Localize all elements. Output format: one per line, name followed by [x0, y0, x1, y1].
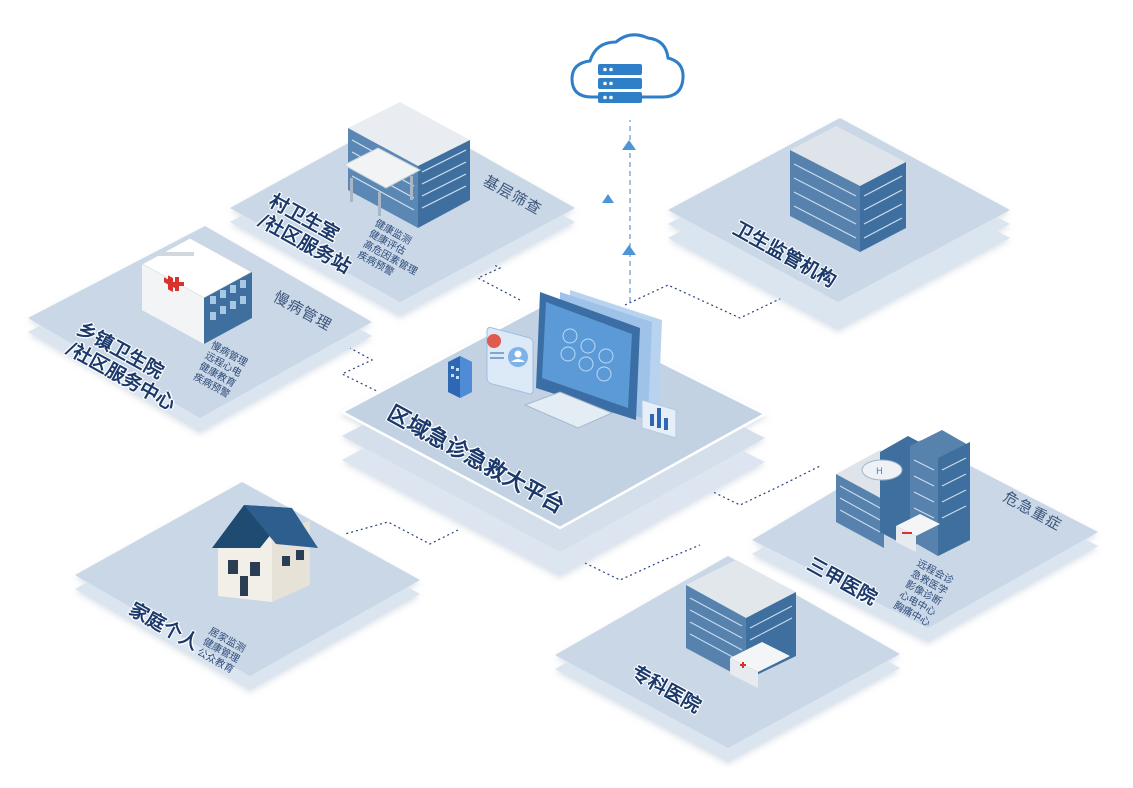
connector-platform-to-tertiary [704, 465, 821, 506]
connector-platform-to-specialist [584, 544, 701, 581]
building-authority-icon [790, 126, 906, 252]
connector-platform-to-family [344, 521, 459, 545]
building-tertiary-icon: H [836, 430, 970, 556]
building-specialist-icon [686, 560, 796, 688]
arrow-up-icon [622, 245, 636, 255]
bar-chart-icon [641, 399, 677, 439]
cloud-server-icon [570, 33, 685, 103]
building-primary-care-icon [342, 102, 470, 228]
connector-platform-to-township [340, 347, 386, 396]
svg-text:H: H [876, 467, 883, 477]
upload-arrows [602, 140, 636, 255]
arrow-up-icon [602, 194, 614, 203]
house-icon [212, 505, 318, 602]
profile-card-icon [486, 326, 534, 395]
arrow-up-icon [622, 140, 636, 150]
building-township-icon [140, 237, 254, 344]
monitor-icon [523, 290, 662, 429]
building-small-icon [448, 356, 472, 398]
